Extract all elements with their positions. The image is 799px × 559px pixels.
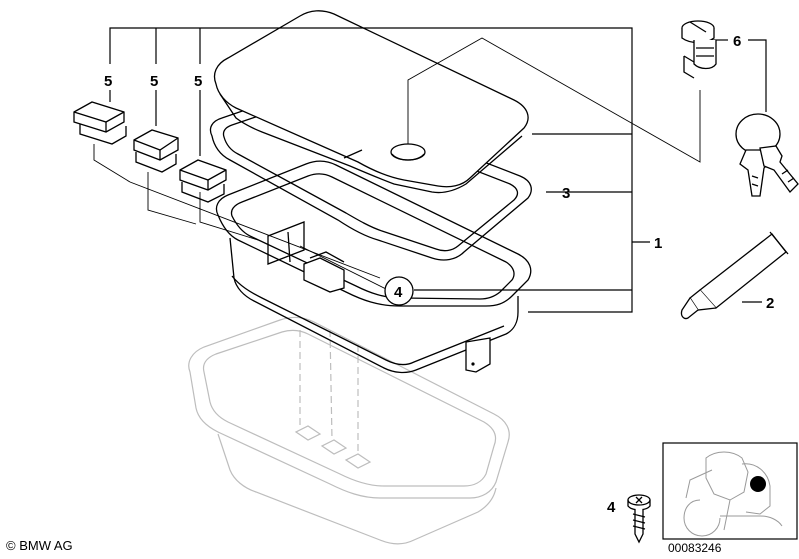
ghost-tray — [188, 316, 510, 545]
grease-tube — [680, 231, 789, 320]
callout-2: 2 — [766, 295, 774, 312]
key-ring-and-keys — [735, 113, 799, 197]
leader-lines — [109, 27, 767, 313]
rubber-buffer-b — [133, 129, 179, 173]
copyright-label: © BMW AG — [6, 538, 73, 553]
location-inset — [662, 442, 798, 540]
callout-4-circle — [384, 276, 414, 306]
diagram-id-label: 00083246 — [668, 541, 722, 555]
callout-5c: 5 — [194, 73, 202, 90]
callout-6: 6 — [733, 33, 741, 50]
assembly-lines — [93, 37, 701, 279]
callout-4: 4 — [394, 284, 403, 301]
callout-3: 3 — [562, 185, 570, 202]
callouts: 5 5 5 6 3 1 2 4 4 — [104, 33, 774, 516]
callout-4-screw: 4 — [607, 499, 616, 516]
rubber-buffer-a — [73, 101, 127, 145]
callout-1: 1 — [654, 235, 662, 252]
callout-5b: 5 — [150, 73, 158, 90]
location-marker — [750, 476, 766, 492]
tray-lid — [213, 10, 529, 194]
screw-detail — [627, 494, 651, 544]
storage-tray — [215, 160, 532, 374]
callout-5a: 5 — [104, 73, 112, 90]
lock-cylinder — [681, 20, 717, 79]
rubber-buffer-c — [179, 159, 227, 203]
